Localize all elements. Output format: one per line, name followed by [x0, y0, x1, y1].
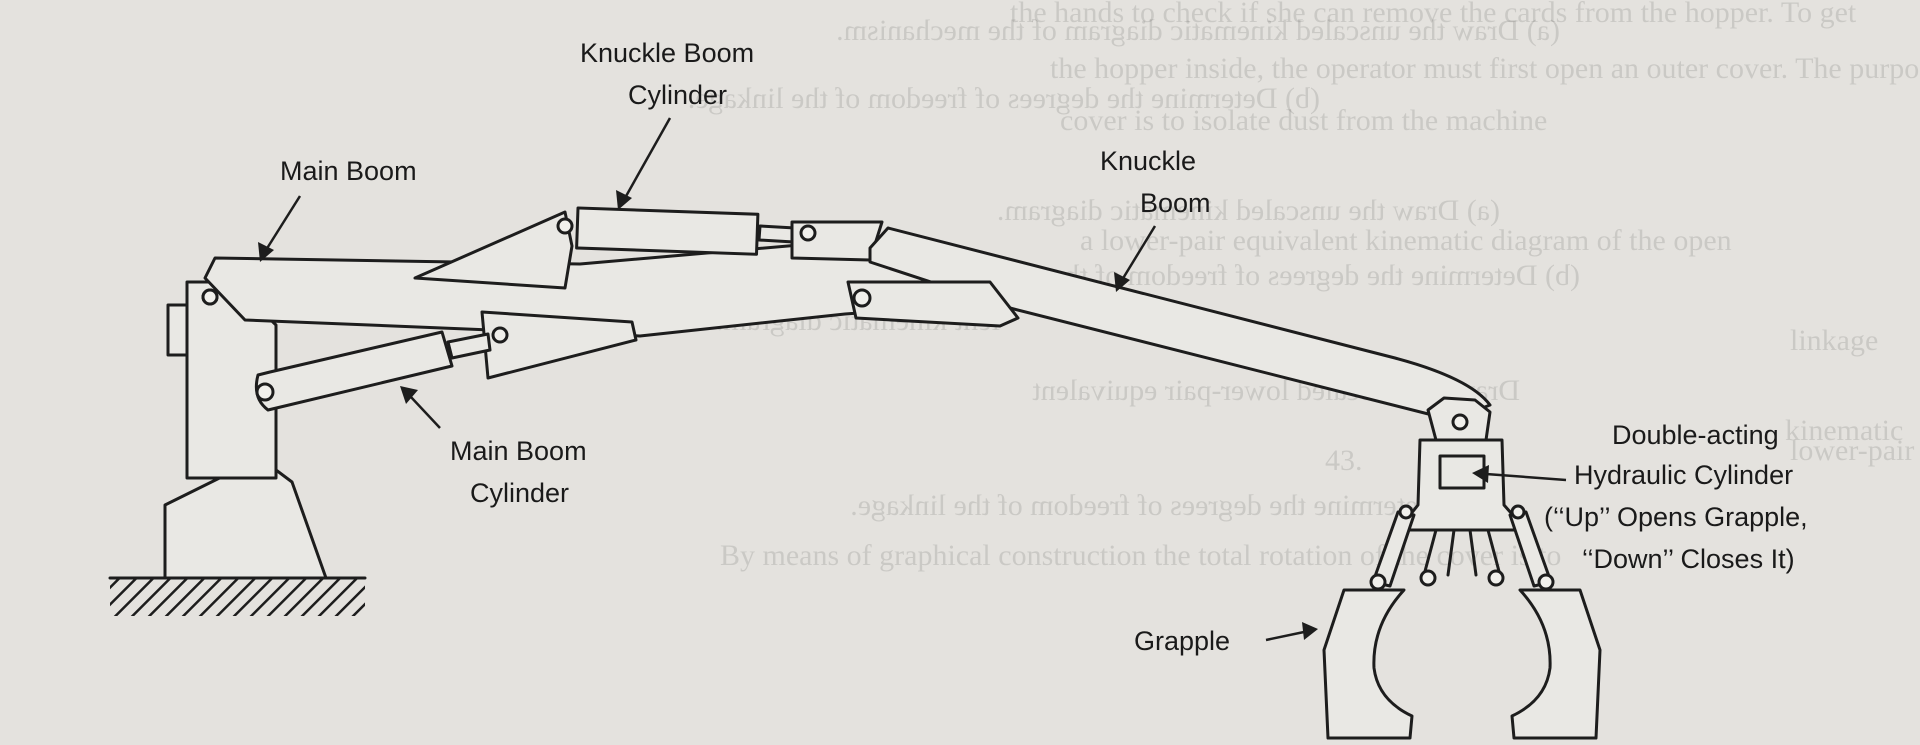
- knuckle-pivot-pin: [852, 288, 872, 308]
- ghost-text: (a) Draw the unscaled kinematic diagram …: [836, 14, 1560, 47]
- label-text: Double-acting: [1612, 420, 1779, 450]
- leader-line: [623, 117, 672, 199]
- ghost-text: a lower-pair equivalent kinematic diagra…: [1080, 224, 1732, 257]
- main-boom-root-pin: [201, 288, 219, 306]
- grapple-right-jaw: [1510, 588, 1602, 740]
- arrowhead: [1114, 272, 1130, 292]
- grapple-pin: [1419, 569, 1437, 587]
- label-text: (‘‘Up’’ Opens Grapple,: [1544, 502, 1808, 532]
- label-main-boom: Main Boom: [258, 156, 417, 262]
- grapple-pin: [1369, 573, 1387, 591]
- ghost-text: lower-pair: [1790, 434, 1914, 467]
- ghost-text: linkage: [1790, 324, 1878, 357]
- label-knuckle-boom-cylinder: Knuckle Boom Cylinder: [580, 38, 754, 210]
- mast-side-plate: [166, 303, 189, 357]
- arrowhead: [1302, 622, 1318, 640]
- ground: [108, 576, 367, 616]
- label-knuckle-boom: Knuckle Boom: [1100, 146, 1211, 292]
- knuckle-cylinder-barrel: [575, 206, 760, 256]
- main-boom-cylinder-pin-base: [255, 382, 275, 402]
- leader-line: [1485, 472, 1567, 482]
- ghost-text: the hopper inside, the operator must fir…: [1050, 52, 1920, 85]
- ghost-text: 43.: [1325, 444, 1363, 477]
- label-text: Knuckle: [1100, 146, 1196, 176]
- label-text: ‘‘Down’’ Closes It): [1582, 544, 1795, 574]
- grapple-left-jaw: [1322, 588, 1414, 740]
- arrowhead: [616, 190, 632, 210]
- arrowhead: [1472, 465, 1489, 483]
- main-boom-cylinder-pin-boom: [491, 326, 509, 344]
- grapple-pin: [1487, 569, 1505, 587]
- leader-line: [1265, 630, 1305, 642]
- label-text: Knuckle Boom: [580, 38, 754, 68]
- ghost-text: (a) Draw the unscaled kinematic diagram.: [997, 194, 1500, 227]
- grapple-pin: [1510, 504, 1526, 520]
- label-text: Main Boom: [450, 436, 587, 466]
- leader-line: [409, 395, 441, 429]
- main-boom-cylinder-mount: [480, 310, 638, 380]
- ghost-text: (b) Determine the degrees of freedom of …: [688, 82, 1320, 115]
- grapple-pin: [1398, 504, 1414, 520]
- arrowhead: [258, 242, 274, 262]
- label-text: Hydraulic Cylinder: [1574, 460, 1793, 490]
- ghost-text: the hands to check if she can remove the…: [1010, 0, 1857, 29]
- ground-hatching: [110, 578, 365, 616]
- main-boom-cylinder: [254, 310, 638, 412]
- ghost-text: cover is to isolate dust from the machin…: [1060, 104, 1547, 137]
- knuckle-pivot-plate: [846, 280, 1020, 328]
- ghost-text: Determine the degrees of freedom of the …: [850, 489, 1440, 522]
- label-text: Cylinder: [470, 478, 569, 508]
- mast-base: [163, 280, 328, 580]
- ghost-text: kinematic: [1785, 414, 1903, 447]
- label-double-acting-cylinder: Double-acting Hydraulic Cylinder (‘‘Up’’…: [1472, 420, 1808, 574]
- grapple-pin: [1537, 573, 1555, 591]
- knuckle-cylinder-pin-link: [799, 224, 817, 242]
- grapple-head: [1322, 396, 1602, 740]
- main-boom-cylinder-barrel: [254, 330, 454, 412]
- label-main-boom-cylinder: Main Boom Cylinder: [400, 386, 587, 508]
- label-text: Main Boom: [280, 156, 417, 186]
- label-grapple: Grapple: [1134, 622, 1318, 656]
- leader-line: [264, 195, 302, 251]
- knuckle-cylinder-pin-mount: [556, 217, 574, 235]
- arrowhead: [400, 386, 418, 404]
- leader-line: [1120, 225, 1157, 281]
- label-text: Boom: [1140, 188, 1211, 218]
- grapple-inner-link-right: [1468, 528, 1502, 577]
- knuckle-cylinder-mount: [413, 210, 574, 290]
- label-text: Grapple: [1134, 626, 1230, 656]
- ghost-text: By means of graphical construction the t…: [720, 539, 1561, 572]
- label-text: Cylinder: [628, 80, 727, 110]
- knuckle-cylinder-rod: [757, 224, 797, 244]
- grapple-inner-link-left: [1422, 528, 1456, 577]
- ghost-text: (b) Determine the degrees of freedom of …: [1051, 259, 1580, 292]
- knuckle-boom-cylinder: [413, 206, 884, 290]
- main-boom-cylinder-rod: [446, 332, 492, 360]
- grapple-hanger-pin: [1451, 413, 1469, 431]
